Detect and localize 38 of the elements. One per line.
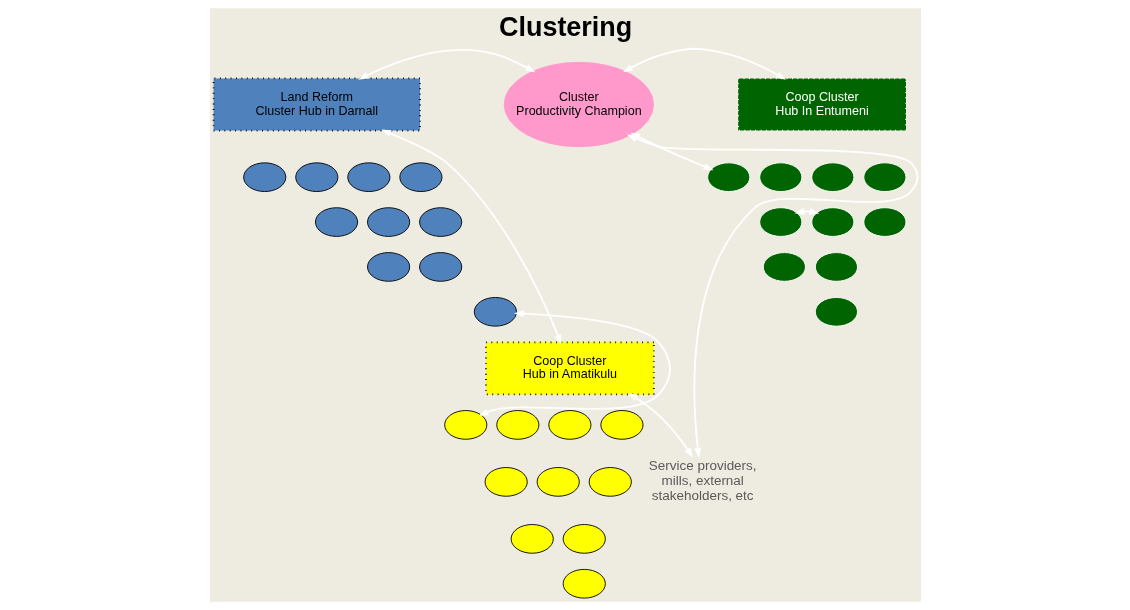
node-circle <box>762 252 806 282</box>
diagram-title: Clustering <box>498 12 632 43</box>
arrow <box>357 49 535 80</box>
node-circle <box>599 410 643 440</box>
arrow <box>380 129 562 345</box>
node-circle <box>366 207 410 237</box>
node-circle <box>810 162 854 192</box>
node-circle <box>294 162 338 192</box>
node-circle <box>562 524 606 554</box>
node-circle <box>484 467 528 497</box>
node-circle <box>473 297 517 327</box>
node-circle <box>862 162 906 192</box>
node-circle <box>758 207 802 237</box>
arrow <box>478 310 671 416</box>
node-circle <box>562 568 606 599</box>
node-circle <box>495 410 539 440</box>
arrow <box>622 47 786 80</box>
node-circle <box>758 162 802 192</box>
node-circle <box>547 410 591 440</box>
node-circle <box>366 252 410 282</box>
node-circle <box>536 467 580 497</box>
node-circle <box>588 467 632 497</box>
arrow <box>627 393 693 458</box>
node-circle <box>814 252 858 282</box>
node-box: Coop Cluster Hub In Entumeni <box>736 77 907 132</box>
node-circle <box>706 162 750 192</box>
node-circle <box>314 207 358 237</box>
node-circle <box>418 252 462 282</box>
node-circle <box>418 207 462 237</box>
node-circle <box>346 162 390 192</box>
node-circle <box>242 162 286 192</box>
node-circle <box>398 162 442 192</box>
node-circle <box>510 524 554 554</box>
node-box: Coop Cluster Hub in Amatikulu <box>484 341 655 396</box>
node-circle <box>814 297 858 327</box>
node-text: Service providers, mills, external stakeholders, etc <box>648 457 757 504</box>
node-circle <box>862 207 906 237</box>
node-box: Land Reform Cluster Hub in Darnall <box>212 77 421 132</box>
